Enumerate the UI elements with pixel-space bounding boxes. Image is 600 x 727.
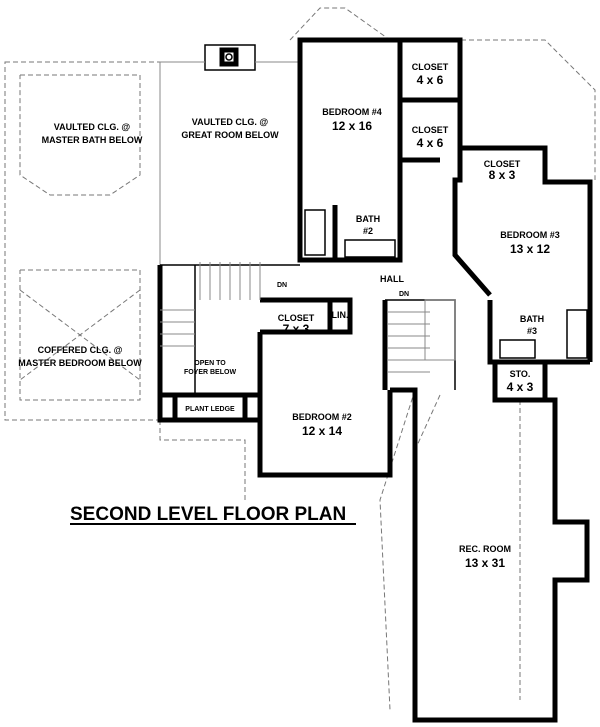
svg-text:BEDROOM #4: BEDROOM #4 (322, 107, 382, 117)
room-vaulted-master-bath: VAULTED CLG. @ MASTER BATH BELOW (42, 122, 143, 145)
open-to-foyer: OPEN TO FOYER BELOW (184, 360, 237, 376)
svg-text:FOYER BELOW: FOYER BELOW (184, 369, 237, 376)
svg-text:13 x 31: 13 x 31 (465, 556, 505, 570)
tub-bath3 (566, 309, 588, 359)
svg-text:VAULTED CLG. @: VAULTED CLG. @ (54, 122, 131, 132)
room-closet-b: CLOSET 4 x 6 (412, 125, 449, 150)
chimney (204, 44, 256, 71)
room-bath-3: BATH #3 (520, 314, 544, 336)
stairs (160, 262, 456, 373)
room-rec-room: REC. ROOM 13 x 31 (459, 544, 511, 570)
room-closet-d: CLOSET 7 x 3 (278, 313, 315, 336)
svg-text:BEDROOM #2: BEDROOM #2 (292, 412, 352, 422)
stair-down-label: DN (277, 282, 287, 289)
svg-text:8 x 3: 8 x 3 (489, 168, 516, 182)
svg-text:12 x 14: 12 x 14 (302, 424, 342, 438)
roof-outlines (4, 7, 596, 711)
svg-text:#2: #2 (363, 226, 373, 236)
tub-bath2 (304, 209, 326, 256)
svg-text:12 x 16: 12 x 16 (332, 119, 372, 133)
svg-text:VAULTED CLG. @: VAULTED CLG. @ (192, 117, 269, 127)
plant-ledge: PLANT LEDGE (185, 406, 235, 413)
svg-text:CLOSET: CLOSET (412, 62, 449, 72)
svg-text:COFFERED CLG. @: COFFERED CLG. @ (38, 345, 123, 355)
room-hall: HALL (380, 274, 404, 284)
room-bedroom-3: BEDROOM #3 13 x 12 (500, 230, 560, 256)
svg-text:GREAT ROOM BELOW: GREAT ROOM BELOW (181, 130, 279, 140)
svg-text:BATH: BATH (356, 214, 380, 224)
svg-text:MASTER BATH BELOW: MASTER BATH BELOW (42, 135, 143, 145)
room-vaulted-great-room: VAULTED CLG. @ GREAT ROOM BELOW (181, 117, 279, 140)
svg-text:CLOSET: CLOSET (484, 159, 521, 169)
svg-text:4 x 6: 4 x 6 (417, 136, 444, 150)
room-closet-a: CLOSET 4 x 6 (412, 62, 449, 87)
svg-text:MASTER BEDROOM BELOW: MASTER BEDROOM BELOW (18, 358, 142, 368)
svg-text:#3: #3 (527, 326, 537, 336)
svg-text:STO.: STO. (510, 369, 531, 379)
stair-down-label: DN (399, 291, 409, 298)
room-linen: LIN. (332, 310, 349, 320)
vanity-bath2 (344, 239, 396, 258)
plan-title: SECOND LEVEL FLOOR PLAN (70, 504, 346, 525)
room-coffered: COFFERED CLG. @ MASTER BEDROOM BELOW (18, 345, 142, 368)
svg-text:REC. ROOM: REC. ROOM (459, 544, 511, 554)
svg-text:13 x 12: 13 x 12 (510, 242, 550, 256)
room-bath-2: BATH #2 (356, 214, 380, 236)
svg-text:CLOSET: CLOSET (412, 125, 449, 135)
walls (157, 37, 593, 723)
vanity-bath3 (499, 339, 536, 359)
svg-text:4 x 6: 4 x 6 (417, 73, 444, 87)
svg-text:OPEN TO: OPEN TO (194, 360, 226, 367)
room-closet-c: CLOSET 8 x 3 (484, 159, 521, 182)
room-storage: STO. 4 x 3 (507, 369, 534, 394)
svg-text:CLOSET: CLOSET (278, 313, 315, 323)
svg-text:BATH: BATH (520, 314, 544, 324)
svg-text:4 x 3: 4 x 3 (507, 380, 534, 394)
fixtures (304, 209, 588, 359)
room-bedroom-2: BEDROOM #2 12 x 14 (292, 412, 352, 438)
svg-text:BEDROOM #3: BEDROOM #3 (500, 230, 560, 240)
room-bedroom-4: BEDROOM #4 12 x 16 (322, 107, 382, 133)
svg-text:7 x 3: 7 x 3 (283, 322, 310, 336)
